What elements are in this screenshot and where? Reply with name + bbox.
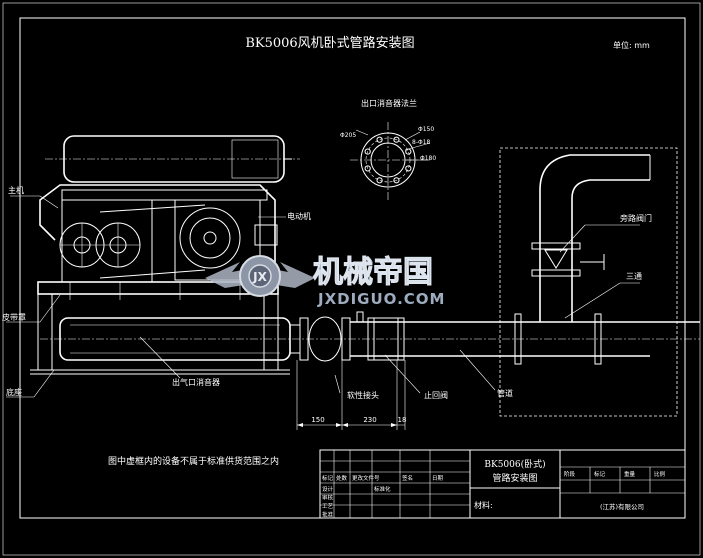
flange-dim-4: Φ205	[340, 132, 356, 139]
dim-150: 150	[311, 416, 324, 424]
revision-header: 更改文件号	[352, 474, 380, 482]
dim-230: 230	[363, 416, 376, 424]
tb-name: 管路安装图	[492, 472, 537, 484]
tb-company: (江苏)有限公司	[600, 502, 644, 511]
label-bypass-valve: 旁路阀门	[620, 213, 652, 223]
watermark-en: JXDIGUO.COM	[317, 290, 445, 308]
bolt-hole	[376, 177, 383, 184]
bolt-hole	[393, 136, 400, 143]
title-block	[319, 449, 686, 519]
tb-right-header: 标记	[594, 470, 606, 478]
watermark-logo: JX	[205, 255, 315, 297]
bolt-hole	[364, 148, 371, 155]
flange-detail-title: 出口消音器法兰	[361, 98, 417, 108]
tb-right-header: 阶段	[564, 470, 576, 478]
svg-text:JX: JX	[252, 270, 267, 284]
role-row: 工艺	[322, 503, 334, 510]
outlet-flange-detail: Φ150 Φ180 8-Φ18 Φ205	[340, 122, 436, 200]
role-row-right: 标准化	[374, 485, 391, 493]
watermark-cn: 机械帝国	[313, 255, 433, 290]
role-row: 审核	[322, 494, 334, 502]
label-pipeline: 管道	[497, 388, 513, 398]
blower-unit	[30, 135, 300, 375]
label-belt-guard: 皮带罩	[2, 312, 26, 322]
bolt-hole	[376, 136, 383, 143]
label-motor: 电动机	[287, 211, 311, 221]
leaders	[6, 195, 640, 398]
role-row: 设计	[322, 485, 334, 493]
bolt-hole	[393, 177, 400, 184]
tb-material: 材料:	[474, 500, 493, 510]
tb-model: BK5006(卧式)	[484, 458, 545, 470]
label-main-unit: 主机	[8, 185, 24, 195]
revision-header: 签名	[402, 474, 413, 482]
non-standard-supply-box	[499, 147, 678, 417]
flange-dim-3: 8-Φ18	[412, 139, 431, 146]
role-row: 批准	[322, 511, 334, 519]
revision-header: 日期	[432, 475, 444, 482]
tb-right-header: 重量	[624, 470, 636, 478]
label-tee: 三通	[626, 271, 642, 281]
tb-right-header: 比例	[654, 470, 666, 478]
label-check-valve: 止回阀	[424, 390, 448, 400]
unit-label: 单位: mm	[613, 40, 650, 50]
bolt-hole	[405, 165, 412, 172]
dimension-lines	[296, 360, 406, 430]
revision-header: 标记	[322, 474, 334, 482]
flange-dim-2: Φ180	[420, 155, 436, 162]
dim-18: 18	[398, 416, 407, 424]
label-outlet-silencer: 出气口消音器	[172, 377, 220, 387]
bolt-hole	[364, 165, 371, 172]
flange-dim-1: Φ150	[418, 126, 434, 133]
drawing-title: BK5006风机卧式管路安装图	[245, 35, 414, 51]
label-flex-joint: 软性接头	[347, 390, 379, 400]
revision-header: 处数	[336, 474, 348, 482]
supply-note: 图中虚框内的设备不属于标准供货范围之内	[108, 455, 279, 467]
label-base: 底座	[6, 387, 22, 397]
